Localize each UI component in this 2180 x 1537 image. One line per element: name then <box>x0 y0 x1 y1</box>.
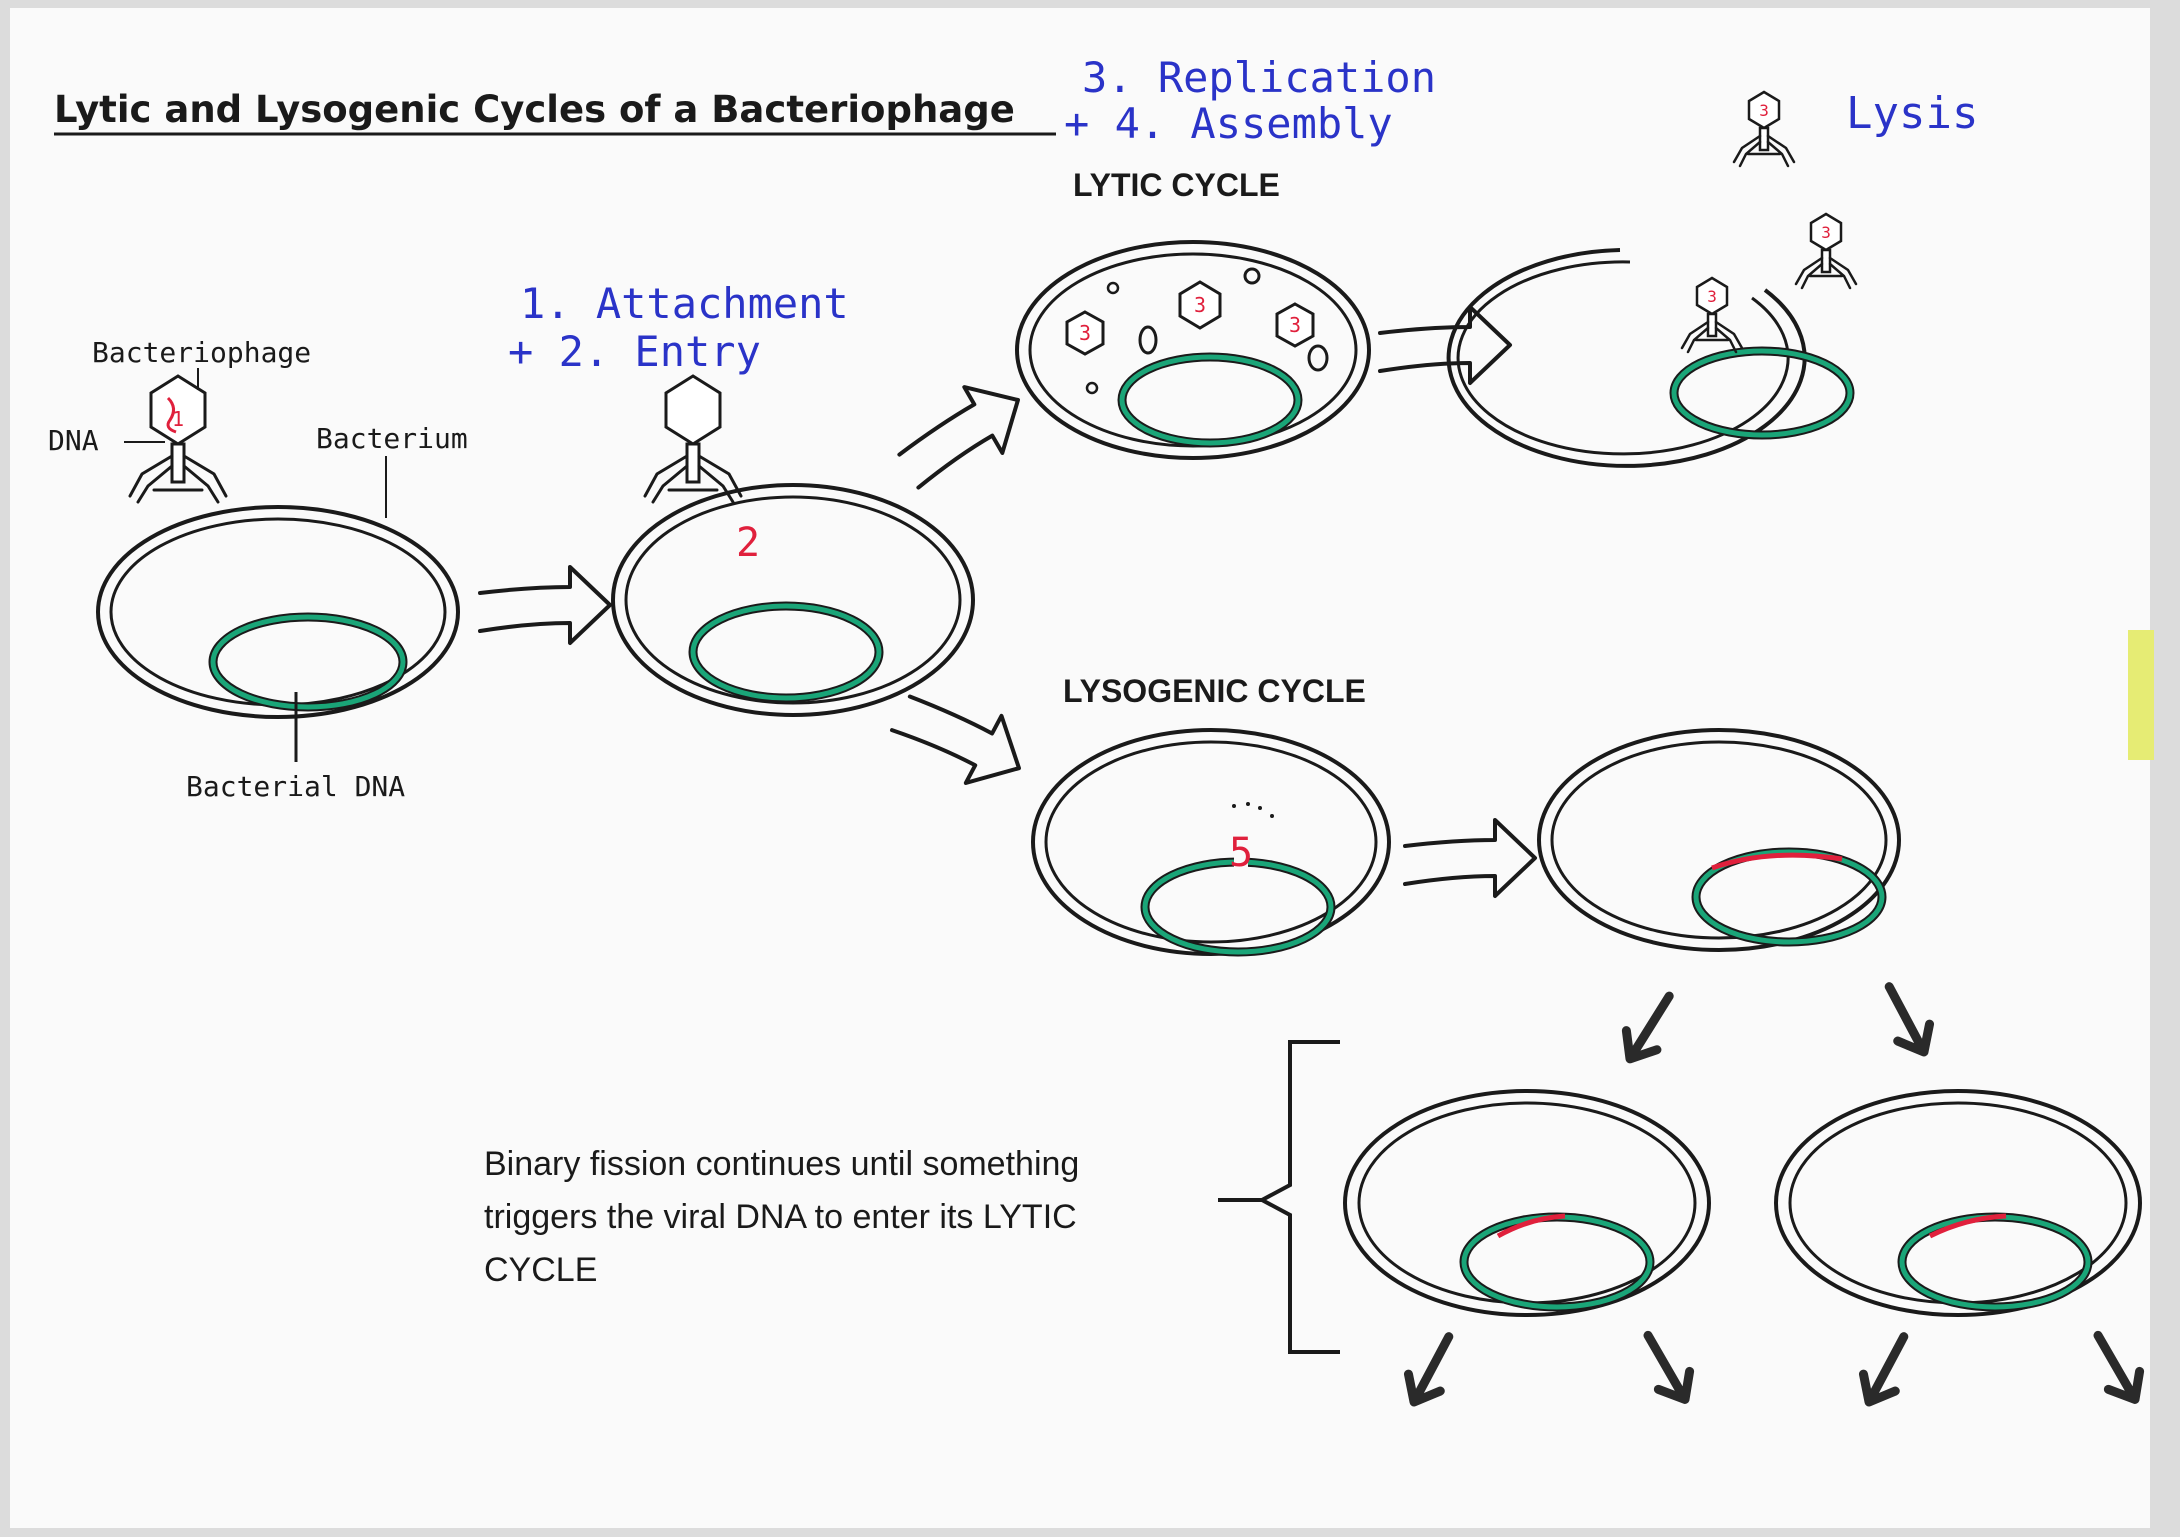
phage-step-number: 3 <box>1079 321 1091 345</box>
lytic-cycle-heading: LYTIC CYCLE <box>1073 167 1280 203</box>
bacterium-replication <box>1015 240 1371 460</box>
label-bacterial-dna: Bacterial DNA <box>186 770 405 803</box>
bacterium-prophage <box>1537 728 1901 952</box>
integration-step-marker: 5 <box>1229 830 1253 876</box>
step-attachment: 1. Attachment <box>520 279 849 328</box>
entry-step-marker: 2 <box>736 520 760 566</box>
prophage-dna <box>1711 852 1843 871</box>
step-assembly: + 4. Assembly <box>1064 99 1393 148</box>
diagram-title: Lytic and Lysogenic Cycles of a Bacterio… <box>54 88 1015 131</box>
note-line-1: Binary fission continues until something <box>484 1145 1079 1183</box>
lysogenic-cycle-heading: LYSOGENIC CYCLE <box>1063 673 1366 709</box>
label-bacteriophage: Bacteriophage <box>92 336 311 369</box>
step-replication: 3. Replication <box>1082 53 1436 102</box>
note-line-3: CYCLE <box>484 1251 597 1289</box>
daughter-bacterium-b <box>1774 1089 2142 1317</box>
bacterium-lysis <box>1446 248 1855 468</box>
daughter-bacterium-a <box>1343 1089 1711 1317</box>
phage-step-number: 1 <box>172 407 184 431</box>
phage-step-number: 3 <box>1194 293 1206 317</box>
bacterium-entry <box>611 483 975 717</box>
step-entry: + 2. Entry <box>508 327 761 376</box>
label-dna: DNA <box>48 424 99 457</box>
phage-step-number: 3 <box>1289 313 1301 337</box>
bacterium-integration <box>1031 728 1391 957</box>
step-lysis: Lysis <box>1846 88 1978 139</box>
phage-dna-squiggle <box>166 396 177 434</box>
highlighter-strip <box>2128 630 2154 760</box>
bacterium-initial <box>96 505 460 719</box>
label-bacterium: Bacterium <box>316 422 468 455</box>
note-line-2: triggers the viral DNA to enter its LYTI… <box>484 1198 1077 1236</box>
